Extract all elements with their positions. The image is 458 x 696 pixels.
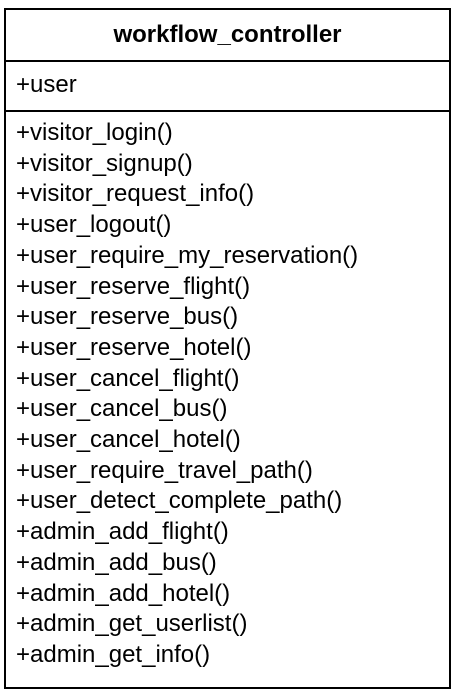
- attribute-item: +user: [16, 71, 77, 98]
- operation-item: +user_logout(): [16, 211, 172, 239]
- operation-item: +visitor_login(): [16, 119, 173, 146]
- attributes-compartment: +user: [6, 62, 449, 112]
- operation-item: +user_reserve_flight(): [16, 272, 251, 300]
- operation-item: +user_cancel_hotel(): [16, 426, 241, 454]
- operation-item: +user_cancel_flight(): [16, 364, 240, 392]
- class-name: workflow_controller: [6, 10, 449, 62]
- operation-item: +visitor_signup(): [16, 149, 193, 177]
- operation-item: +user_detect_complete_path(): [16, 487, 343, 515]
- operation-item: +user_reserve_bus(): [16, 303, 239, 331]
- operation-item: +admin_get_info(): [16, 640, 211, 668]
- operations-compartment: +visitor_login() +visitor_signup() +visi…: [6, 112, 449, 687]
- operation-item: +admin_add_flight(): [16, 518, 229, 546]
- operation-item: +visitor_request_info(): [16, 180, 255, 208]
- operation-item: +user_require_my_reservation(): [16, 241, 359, 269]
- operation-item: +user_require_travel_path(): [16, 456, 313, 484]
- operation-item: +user_reserve_hotel(): [16, 333, 252, 361]
- operation-item: +admin_add_bus(): [16, 548, 217, 576]
- operation-item: +admin_get_userlist(): [16, 610, 248, 638]
- operation-item: +user_cancel_bus(): [16, 395, 228, 423]
- uml-class-box: workflow_controller +user +visitor_login…: [4, 8, 451, 689]
- operation-item: +admin_add_hotel(): [16, 579, 231, 607]
